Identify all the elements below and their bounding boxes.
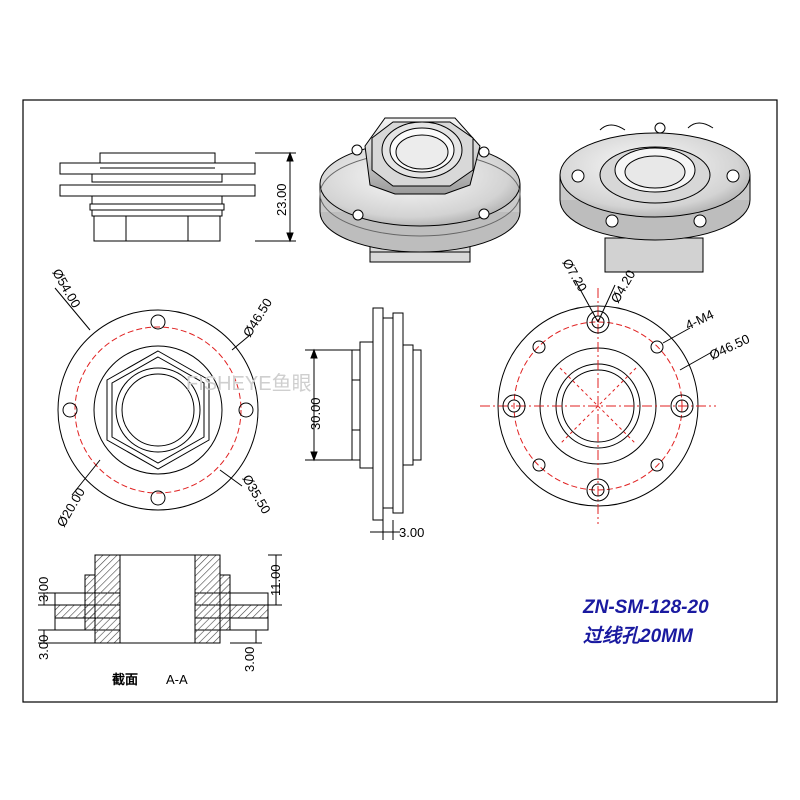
dim-outer-dia: Ø54.00 [49,266,83,310]
dim-counterbore: Ø7.20 [559,256,590,294]
dim-thread-holes: 4-M4 [683,307,716,333]
dim-bore-dia: Ø20.00 [54,485,88,529]
side-view-middle [305,307,422,540]
dim-sec-left-top: 3.00 [36,577,51,602]
front-view-right [480,279,716,524]
section-view [38,554,282,644]
dim-hole-dia: Ø4.20 [608,267,639,305]
section-name: A-A [166,672,188,687]
dim-flange-thk: 3.00 [399,525,424,540]
dim-bolt-circle-2: Ø46.50 [707,331,752,363]
model-number: ZN-SM-128-20 [582,597,709,618]
dim-bolt-circle: Ø46.50 [240,295,275,339]
watermark: FISHEYE鱼眼 [186,372,312,395]
iso-view-front [319,117,521,263]
dim-inner-ring: Ø35.50 [239,472,273,516]
dim-sec-left-bot: 3.00 [36,635,51,660]
dim-sec-right-top: 11.00 [268,564,283,596]
iso-view-back [559,122,751,273]
hole-spec: 过线孔20MM [583,625,694,647]
front-view-left [54,287,259,511]
dim-sec-right-bot: 3.00 [242,647,257,672]
side-view-top [59,151,296,243]
dim-thread-len: 30.00 [308,397,323,430]
border-frame [22,99,778,703]
section-label: 截面 [112,672,138,687]
dim-height-total: 23.00 [274,183,289,216]
